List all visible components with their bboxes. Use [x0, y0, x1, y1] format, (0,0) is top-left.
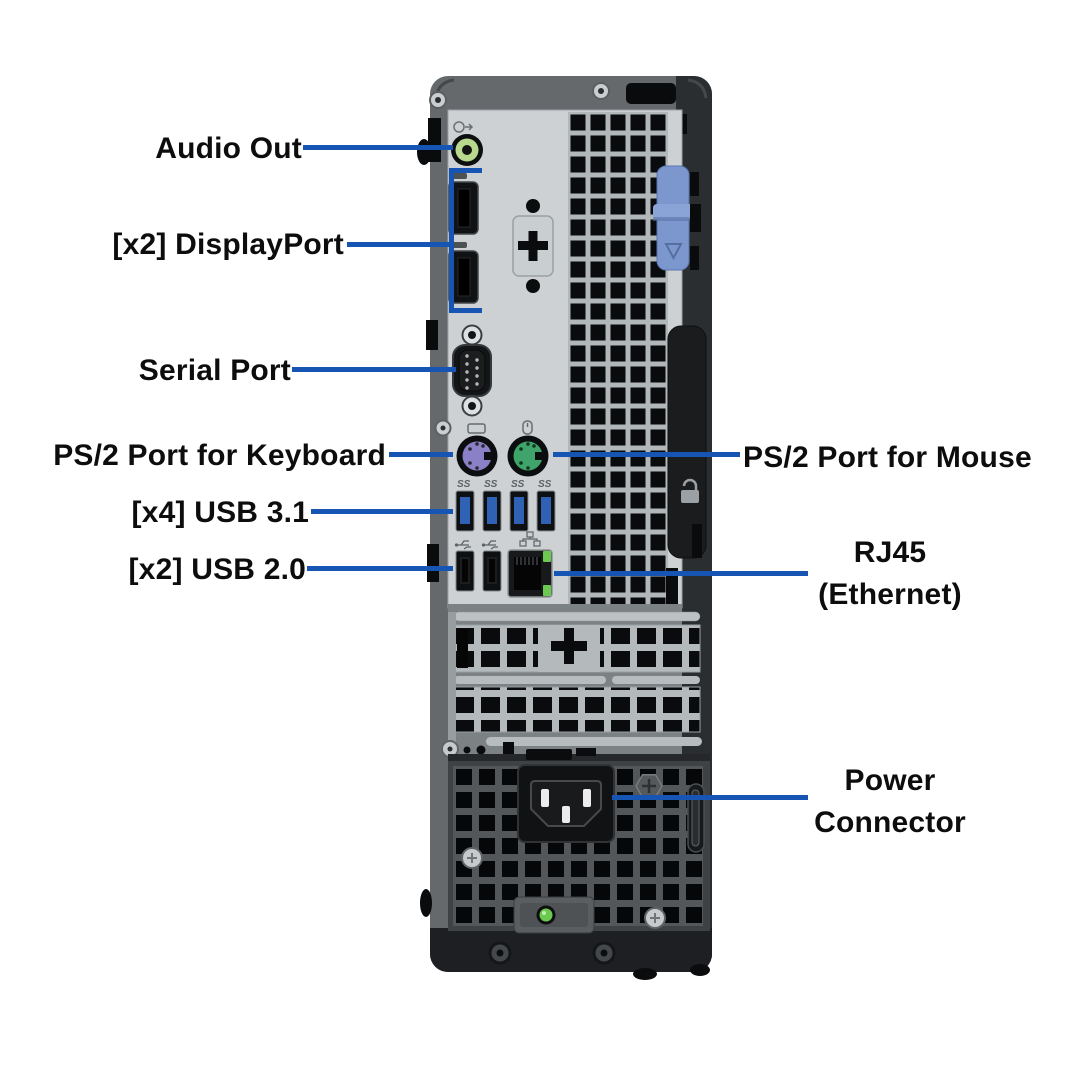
- side-recess: [667, 325, 707, 559]
- label-rj45: RJ45 (Ethernet): [780, 532, 1000, 616]
- rj45-port: [507, 531, 553, 598]
- usb2-ports: [454, 540, 502, 592]
- label-serial-port: Serial Port: [138, 354, 291, 387]
- usb-icon: [454, 540, 498, 550]
- bottom-band: [488, 941, 710, 980]
- leader-line-audio-out: [303, 145, 453, 150]
- padlock-icon: [681, 478, 699, 503]
- svg-text:SS: SS: [457, 479, 471, 490]
- psu-led-indicator: [513, 896, 595, 934]
- label-usb31: [x4] USB 3.1: [131, 496, 309, 529]
- expansion-slots: [441, 604, 702, 758]
- network-icon: [519, 531, 541, 547]
- leader-line-power: [612, 795, 808, 800]
- ps2-mouse-port: [507, 420, 549, 477]
- leader-line-usb31: [311, 509, 453, 514]
- power-inlet: [517, 764, 615, 843]
- leader-line-rj45: [554, 571, 808, 576]
- label-audio-out: Audio Out: [155, 132, 302, 165]
- label-ps2-mouse: PS/2 Port for Mouse: [743, 441, 1032, 474]
- label-rj45-line1: RJ45: [853, 536, 927, 569]
- release-latch: [653, 165, 701, 271]
- hex-screw-icon: [635, 773, 663, 799]
- label-ps2-keyboard: PS/2 Port for Keyboard: [53, 439, 386, 472]
- svg-text:SS: SS: [484, 479, 498, 490]
- dp-logo-icon: [451, 173, 467, 179]
- superspeed-usb-icon: SS SS SS SS: [457, 479, 552, 490]
- mouse-icon: [522, 420, 533, 435]
- line-out-icon: [453, 121, 474, 133]
- bracket-displayport: [449, 168, 482, 313]
- leader-line-usb20: [307, 566, 453, 571]
- svg-text:SS: SS: [538, 479, 552, 490]
- label-rj45-line2: (Ethernet): [818, 578, 962, 611]
- ps2-keyboard-port: [456, 423, 498, 477]
- label-power-line2: Connector: [814, 806, 966, 839]
- power-supply: [448, 748, 710, 934]
- usb3-ports: SS SS SS SS: [455, 479, 556, 532]
- leader-line-ps2-mouse: [553, 452, 740, 457]
- vent-grid: [568, 112, 668, 604]
- mount-plate: [512, 199, 554, 293]
- keyboard-icon: [467, 423, 486, 434]
- label-power-line1: Power: [844, 764, 936, 797]
- dp-logo-icon: [451, 242, 467, 248]
- activity-led: [543, 585, 551, 596]
- leader-line-ps2-keyboard: [389, 452, 453, 457]
- serial-port: [452, 324, 492, 417]
- leader-line-displayport: [347, 242, 449, 247]
- leader-line-serial: [292, 367, 456, 372]
- link-led: [543, 551, 551, 562]
- audio-out-port: [451, 121, 483, 166]
- handle-slot: [626, 83, 676, 104]
- screw-icon: [461, 847, 483, 869]
- displayport-1: [448, 173, 479, 235]
- displayport-2: [448, 242, 479, 304]
- svg-text:SS: SS: [511, 479, 525, 490]
- psu-handle-slot: [687, 783, 705, 853]
- label-displayport: [x2] DisplayPort: [112, 228, 344, 261]
- label-usb20: [x2] USB 2.0: [128, 553, 306, 586]
- label-power: Power Connector: [782, 760, 998, 844]
- screw-icon: [644, 907, 666, 929]
